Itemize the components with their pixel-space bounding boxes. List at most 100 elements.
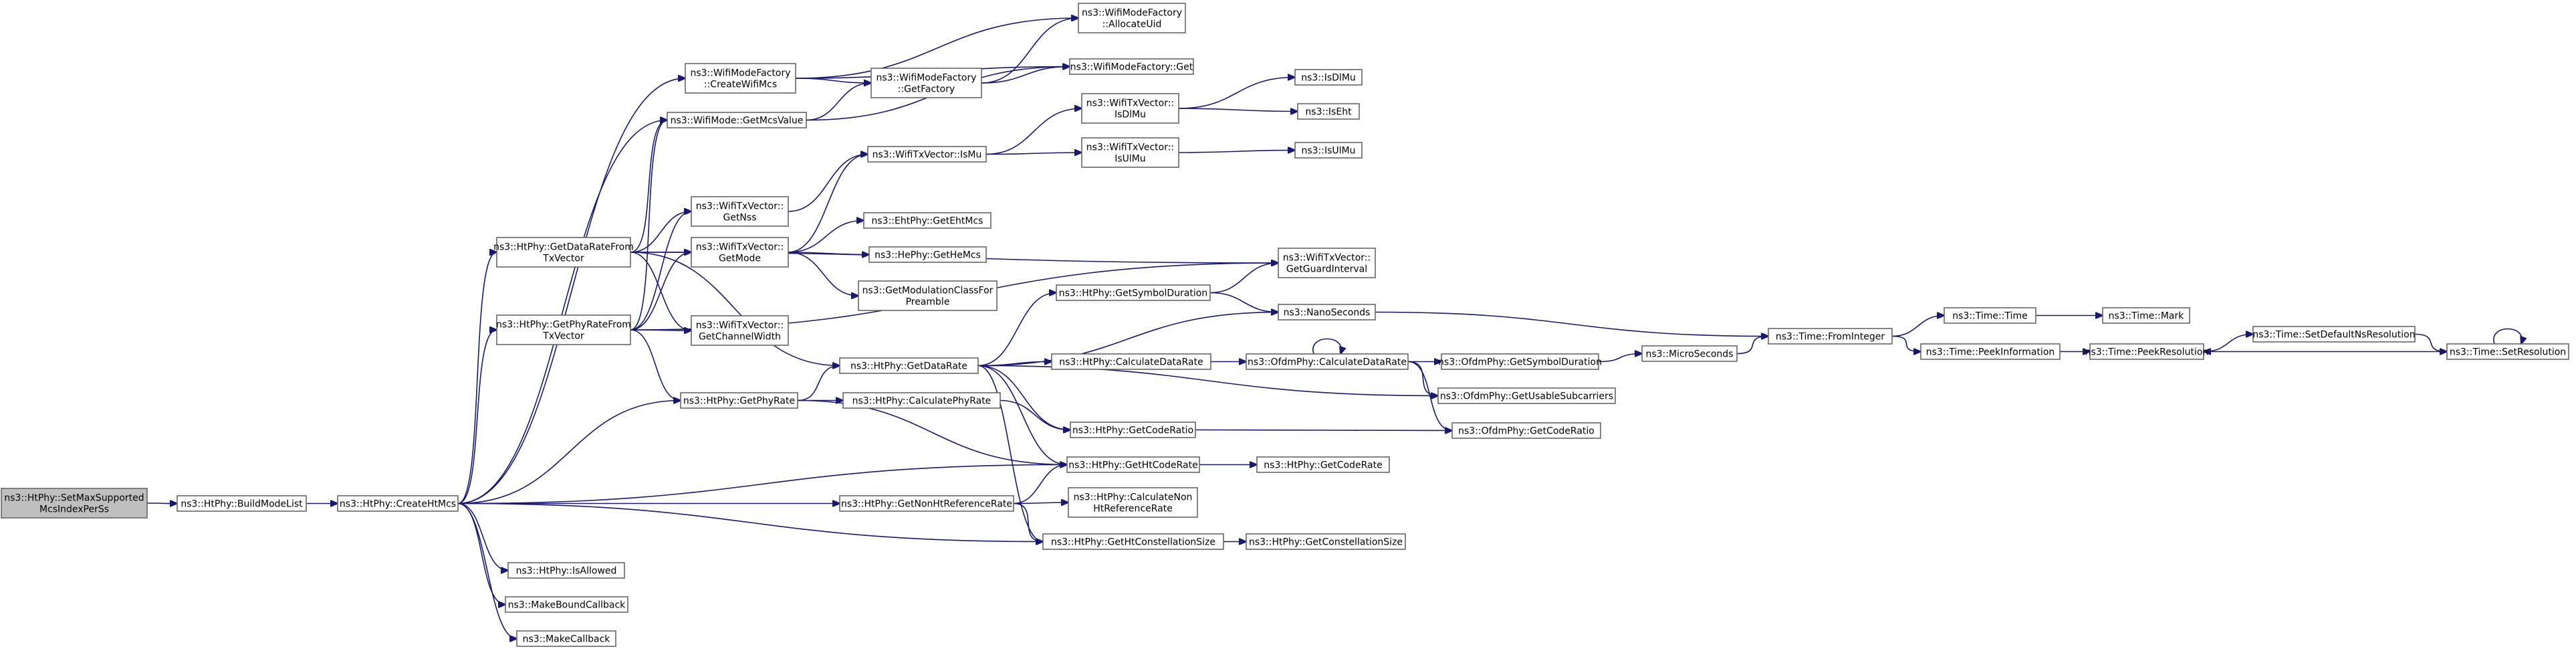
node-isulmu[interactable]: ns3::IsUlMu — [1294, 142, 1363, 159]
node-peekinfo[interactable]: ns3::Time::PeekInformation — [1920, 343, 2061, 360]
edge-getdatarate-to-nanoseconds — [977, 312, 1278, 367]
edge-getphyratefrom-to-getphyrate — [630, 329, 681, 401]
node-ofdmcoderatio[interactable]: ns3::OfdmPhy::GetCodeRatio — [1451, 422, 1601, 439]
node-label-line: ns3::OfdmPhy::CalculateDataRate — [1248, 357, 1407, 368]
edge-getmode-to-ehtgetehtmcs — [788, 221, 864, 253]
node-createwifimcs[interactable]: ns3::WifiModeFactory::CreateWifiMcs — [685, 63, 796, 94]
node-getmcsvalue[interactable]: ns3::WifiMode::GetMcsValue — [667, 112, 807, 128]
node-box — [1081, 137, 1179, 168]
node-getsymdur[interactable]: ns3::HtPhy::GetSymbolDuration — [1056, 284, 1211, 301]
edge-getnonhtref-to-calcnonht — [1013, 502, 1068, 504]
node-label-line: ns3::HtPhy::GetHtConstellationSize — [1051, 537, 1215, 548]
node-allocateuid[interactable]: ns3::WifiModeFactory::AllocateUid — [1078, 3, 1186, 33]
node-ofdmusable[interactable]: ns3::OfdmPhy::GetUsableSubcarriers — [1437, 387, 1616, 404]
node-getmode[interactable]: ns3::WifiTxVector::GetMode — [691, 237, 789, 268]
edge-getdatarate-to-getsymdur — [977, 293, 1056, 367]
node-isallowed[interactable]: ns3::HtPhy::IsAllowed — [507, 562, 625, 579]
edge-ofdmcalcdatarate-to-ofdmcoderatio — [1407, 361, 1452, 431]
node-box — [1042, 533, 1224, 550]
node-peekres[interactable]: ns3::Time::PeekResolution — [2085, 343, 2209, 360]
edge-peekres-to-setdefaultns — [2203, 335, 2253, 353]
node-label-line: ns3::WifiModeFactory::Get — [1070, 62, 1193, 73]
node-label-line: ns3::MicroSeconds — [1645, 349, 1733, 360]
node-label-line: ::CreateWifiMcs — [704, 80, 777, 90]
node-factoryget[interactable]: ns3::WifiModeFactory::Get — [1069, 58, 1194, 75]
node-makecallback[interactable]: ns3::MakeCallback — [516, 630, 616, 647]
node-box — [1056, 284, 1211, 301]
node-calcdatarate[interactable]: ns3::HtPhy::CalculateDataRate — [1051, 353, 1211, 370]
node-getconstsize[interactable]: ns3::HtPhy::GetConstellationSize — [1246, 533, 1406, 550]
edge-setres-to-setres — [2493, 328, 2522, 345]
node-label-line: TxVector — [542, 254, 584, 264]
node-box — [1068, 487, 1198, 518]
node-hegethemcs[interactable]: ns3::HePhy::GetHeMcs — [868, 246, 987, 263]
node-label-line: ns3::Time::PeekResolution — [2085, 347, 2209, 358]
node-getcoderate[interactable]: ns3::HtPhy::GetCodeRate — [1256, 456, 1390, 473]
node-iseht[interactable]: ns3::IsEht — [1297, 103, 1360, 120]
node-box — [2102, 307, 2190, 324]
node-box — [2252, 326, 2416, 343]
edge-createht-to-getphyratefrom — [457, 330, 497, 504]
node-box — [1297, 103, 1360, 120]
edge-getdatarate-to-gethtcoderate — [977, 365, 1067, 465]
node-box — [1294, 69, 1363, 86]
node-box — [842, 392, 1001, 409]
node-label-line: ns3::HtPhy::IsAllowed — [516, 566, 617, 577]
node-label-line: GetChannelWidth — [699, 332, 781, 343]
node-getchannelwidth[interactable]: ns3::WifiTxVector::GetChannelWidth — [691, 315, 789, 346]
node-getcoderatio[interactable]: ns3::HtPhy::GetCodeRatio — [1070, 422, 1196, 438]
node-buildmode[interactable]: ns3::HtPhy::BuildModeList — [177, 495, 307, 512]
node-getguard[interactable]: ns3::WifiTxVector::GetGuardInterval — [1278, 248, 1376, 278]
node-getfactory[interactable]: ns3::WifiModeFactory::GetFactory — [870, 68, 982, 98]
node-txisdlmu[interactable]: ns3::WifiTxVector::IsDlMu — [1081, 93, 1179, 124]
node-label-line: ns3::HePhy::GetHeMcs — [874, 250, 981, 261]
node-createht[interactable]: ns3::HtPhy::CreateHtMcs — [337, 495, 459, 512]
node-box — [496, 314, 631, 345]
node-box — [1, 488, 148, 519]
node-nanoseconds[interactable]: ns3::NanoSeconds — [1278, 304, 1376, 320]
edge-txisdlmu-to-isdlmu — [1178, 78, 1295, 109]
node-label-line: ns3::IsUlMu — [1301, 146, 1355, 157]
node-getnss[interactable]: ns3::WifiTxVector::GetNss — [691, 196, 789, 227]
edge-createht-to-gethtconst — [457, 502, 1043, 542]
node-timetime[interactable]: ns3::Time::Time — [1944, 307, 2036, 324]
node-gethtconst[interactable]: ns3::HtPhy::GetHtConstellationSize — [1042, 533, 1224, 550]
node-ehtgetehtmcs[interactable]: ns3::EhtPhy::GetEhtMcs — [863, 212, 991, 229]
node-makebound[interactable]: ns3::MakeBoundCallback — [505, 596, 628, 613]
node-calcphyrate[interactable]: ns3::HtPhy::CalculatePhyRate — [842, 392, 1001, 409]
node-label-line: ns3::HtPhy::GetNonHtReferenceRate — [841, 499, 1012, 510]
node-isdlmu[interactable]: ns3::IsDlMu — [1294, 69, 1363, 86]
node-box — [1441, 353, 1599, 370]
node-gethtcoderate[interactable]: ns3::HtPhy::GetHtCodeRate — [1066, 456, 1200, 473]
node-box — [691, 237, 789, 268]
node-box — [337, 495, 459, 512]
edge-txisulmu-to-isulmu — [1178, 151, 1295, 153]
node-ofdmsymdur[interactable]: ns3::OfdmPhy::GetSymbolDuration — [1438, 353, 1602, 370]
edge-microseconds-to-frominteger — [1736, 337, 1768, 355]
node-setdefaultns[interactable]: ns3::Time::SetDefaultNsResolution — [2252, 326, 2416, 343]
edge-createht-to-makebound — [457, 502, 505, 605]
node-timemark[interactable]: ns3::Time::Mark — [2102, 307, 2190, 324]
node-getphyrate[interactable]: ns3::HtPhy::GetPhyRate — [680, 392, 798, 409]
edge-getmode-to-txismu — [788, 155, 868, 253]
edge-getsymdur-to-getguard — [1209, 263, 1278, 294]
node-ofdmcalcdatarate[interactable]: ns3::OfdmPhy::CalculateDataRate — [1246, 353, 1409, 370]
node-label-line: ns3::WifiTxVector:: — [696, 242, 784, 253]
node-getnonhtref[interactable]: ns3::HtPhy::GetNonHtReferenceRate — [839, 495, 1014, 512]
node-microseconds[interactable]: ns3::MicroSeconds — [1641, 345, 1738, 362]
node-getdatarate[interactable]: ns3::HtPhy::GetDataRate — [839, 357, 979, 374]
node-setres[interactable]: ns3::Time::SetResolution — [2446, 343, 2569, 360]
node-frominteger[interactable]: ns3::Time::FromInteger — [1768, 328, 1893, 345]
node-box — [870, 68, 982, 98]
node-txisulmu[interactable]: ns3::WifiTxVector::IsUlMu — [1081, 137, 1179, 168]
node-txismu[interactable]: ns3::WifiTxVector::IsMu — [867, 146, 987, 163]
node-label-line: ::AllocateUid — [1102, 19, 1162, 30]
node-label-line: ns3::HtPhy::GetConstellationSize — [1249, 537, 1403, 548]
edge-getdatarate-to-gethtconst — [977, 365, 1043, 542]
